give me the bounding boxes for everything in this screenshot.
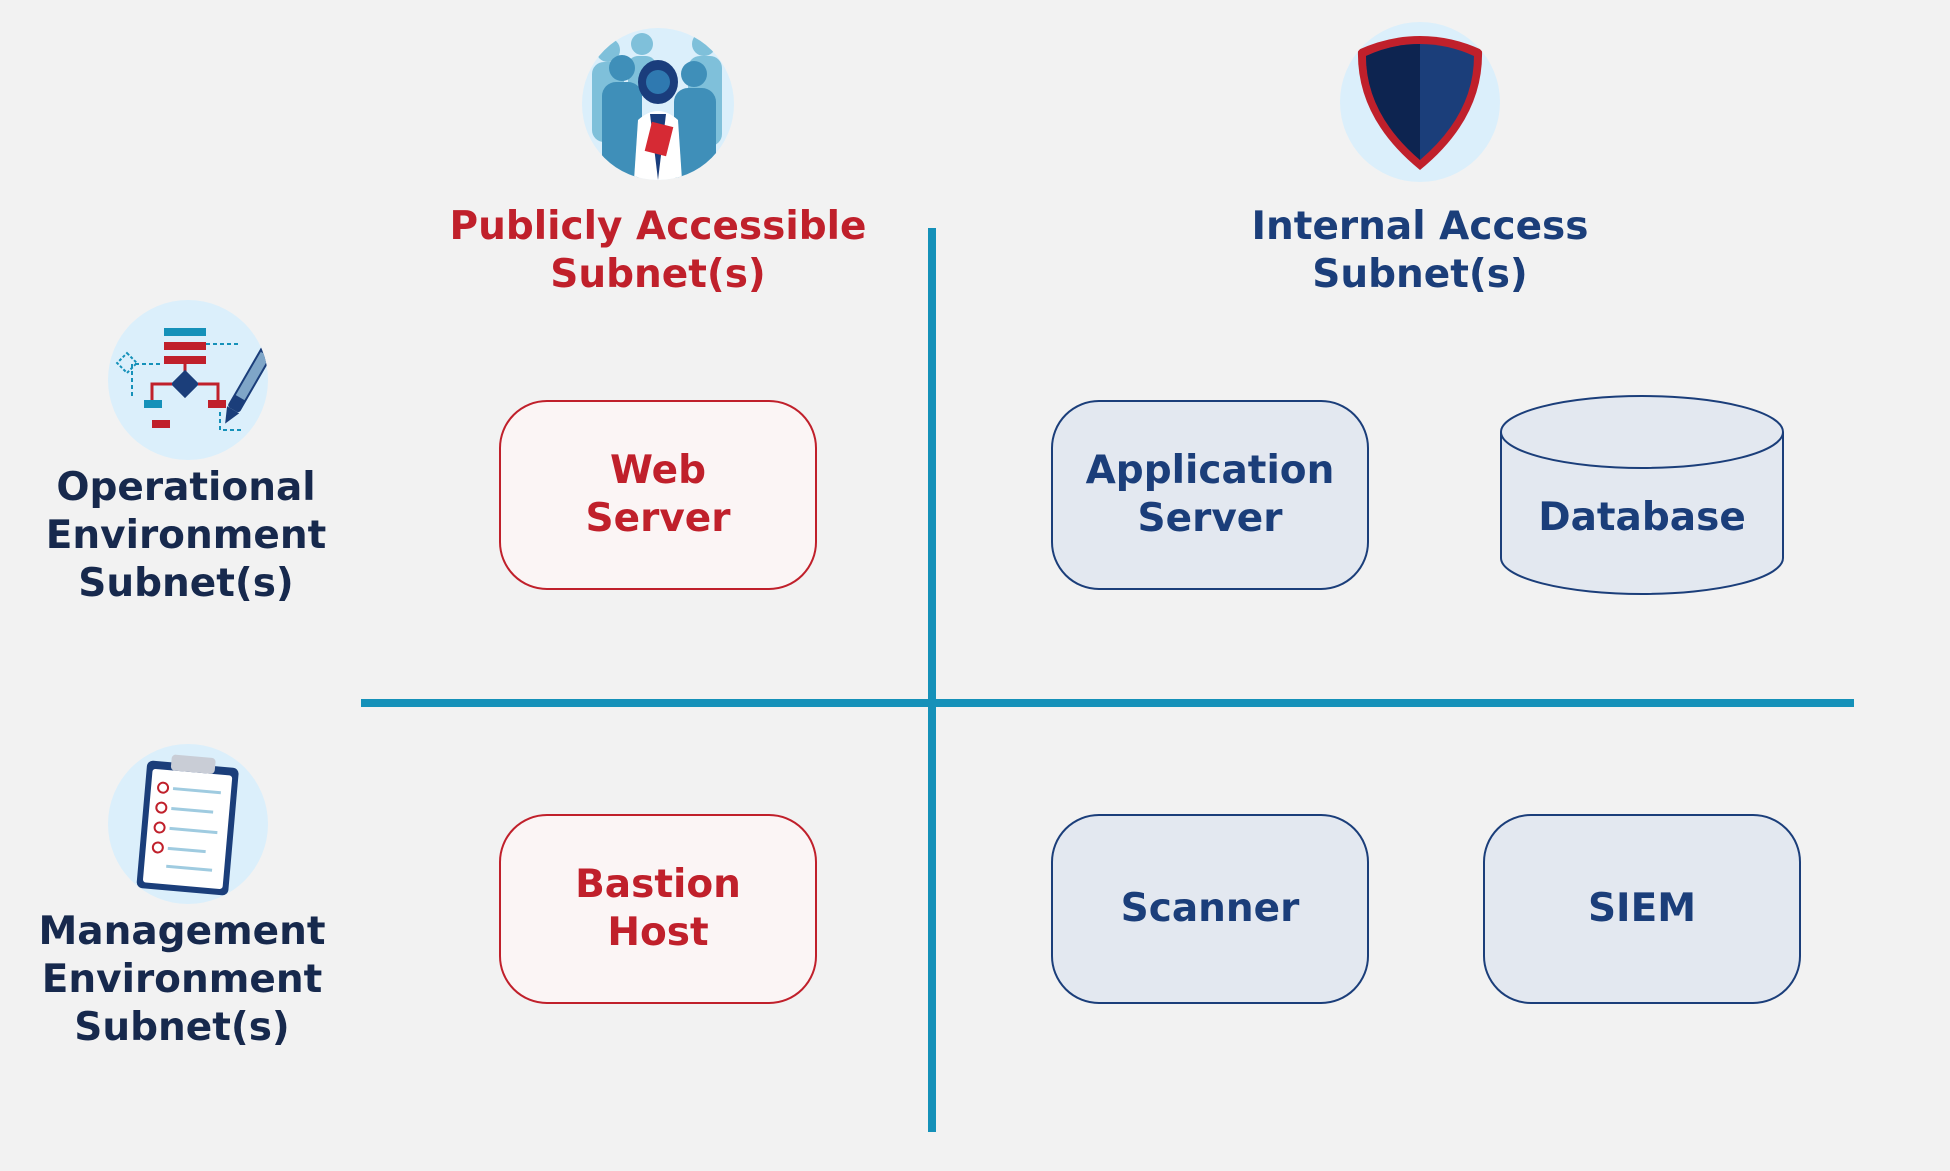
application-server-node: Application Server (1051, 400, 1369, 590)
flowchart-icon (108, 300, 268, 460)
row-heading-management-line1: Management (38, 909, 326, 954)
web-server-node: Web Server (499, 400, 817, 590)
siem-label: SIEM (1587, 886, 1697, 931)
column-heading-internal: Internal Access Subnet(s) (1190, 203, 1650, 299)
column-heading-internal-line2: Subnet(s) (1312, 252, 1528, 297)
application-server-label-line1: Application (1085, 448, 1335, 493)
bastion-host-node: Bastion Host (499, 814, 817, 1004)
bastion-host-label-line2: Host (607, 910, 709, 955)
database-cylinder (1498, 394, 1786, 598)
horizontal-divider (361, 699, 1854, 707)
column-heading-public: Publicly Accessible Subnet(s) (428, 203, 888, 299)
row-heading-operational-line1: Operational (56, 465, 316, 510)
people-group-icon (582, 28, 734, 180)
column-heading-public-line1: Publicly Accessible (449, 204, 867, 249)
web-server-label-line1: Web (610, 448, 706, 493)
scanner-node: Scanner (1051, 814, 1369, 1004)
row-heading-operational: Operational Environment Subnet(s) (26, 464, 346, 608)
vertical-divider (928, 228, 936, 1132)
row-heading-operational-line3: Subnet(s) (78, 561, 294, 606)
row-heading-management-line2: Environment (41, 957, 323, 1002)
shield-icon (1340, 22, 1500, 182)
column-heading-internal-line1: Internal Access (1251, 204, 1589, 249)
bastion-host-label-line1: Bastion (575, 862, 741, 907)
application-server-label-line2: Server (1137, 496, 1283, 541)
siem-node: SIEM (1483, 814, 1801, 1004)
row-heading-operational-line2: Environment (45, 513, 327, 558)
column-heading-public-line2: Subnet(s) (550, 252, 766, 297)
row-heading-management-line3: Subnet(s) (74, 1005, 290, 1050)
database-label: Database (1538, 495, 1746, 540)
scanner-label: Scanner (1120, 886, 1300, 931)
clipboard-checklist-icon (108, 744, 268, 904)
web-server-label-line2: Server (585, 496, 731, 541)
row-heading-management: Management Environment Subnet(s) (22, 908, 342, 1052)
